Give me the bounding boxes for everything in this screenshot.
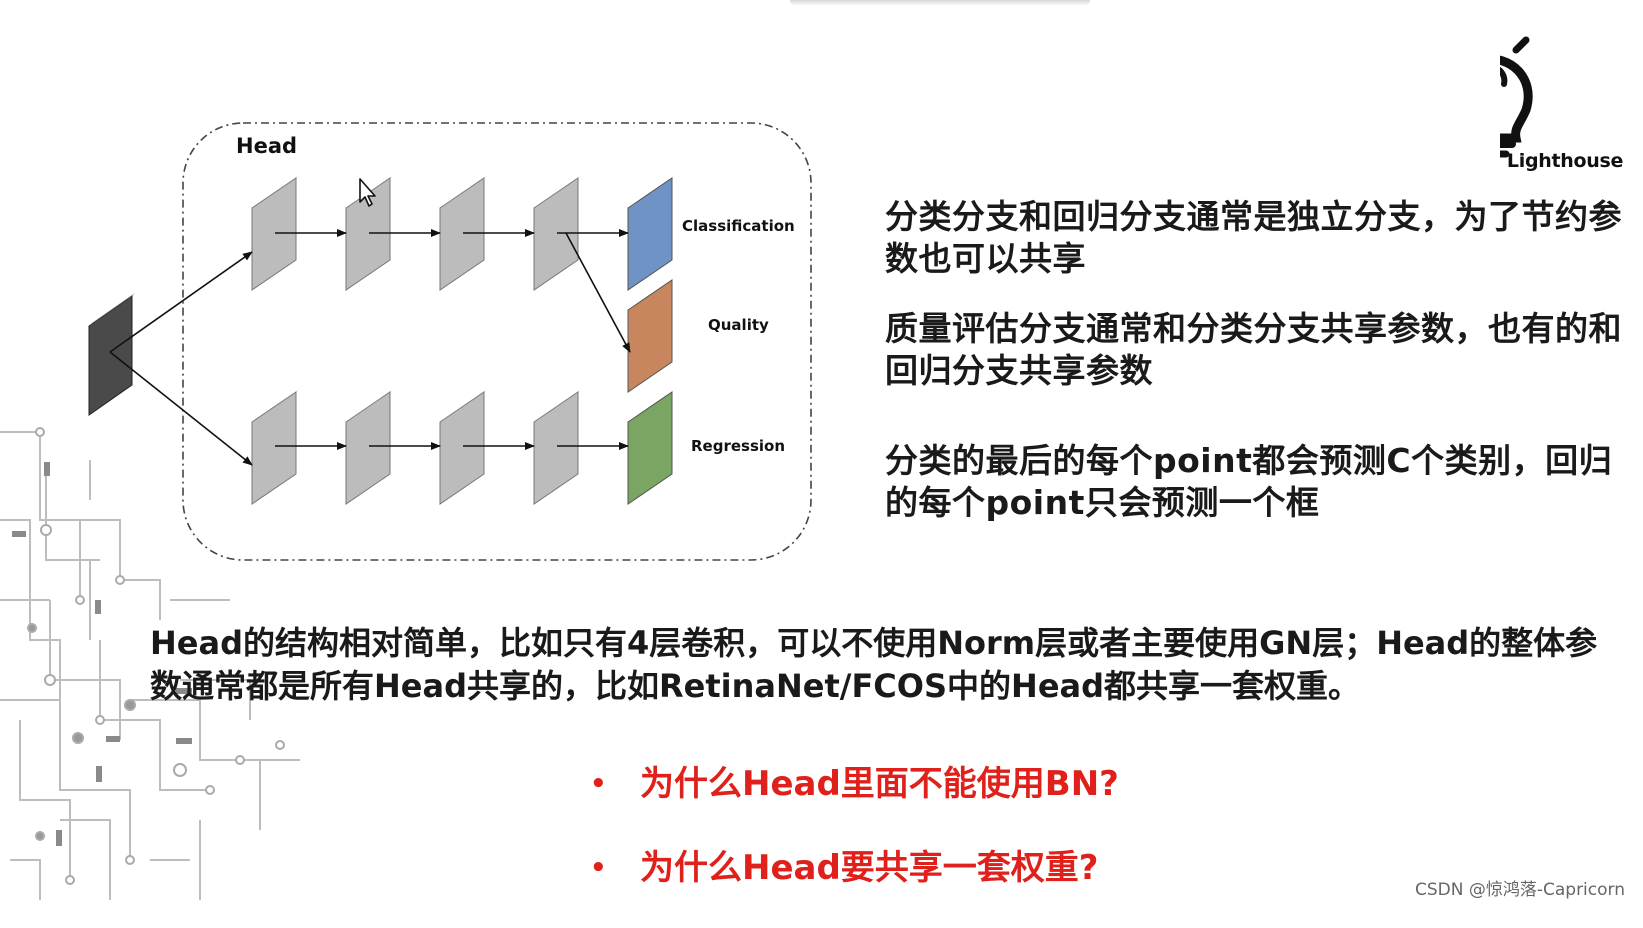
note-point-prediction: 分类的最后的每个point都会预测C个类别，回归的每个point只会预测一个框	[885, 441, 1613, 522]
input-feature-map	[88, 295, 133, 416]
bullet-icon: •	[590, 769, 607, 799]
mouse-cursor-icon	[359, 178, 376, 207]
question-text: 为什么Head要共享一套权重?	[640, 848, 1099, 888]
bottom-branch-layers	[251, 391, 579, 505]
bottom-layer-3	[439, 391, 485, 505]
top-layer-3	[439, 177, 485, 291]
logo-label: Lighthouse	[1506, 150, 1624, 172]
top-layer-1	[251, 177, 297, 291]
quality-label: Quality	[708, 316, 769, 334]
classification-output-map	[627, 177, 673, 291]
bottom-layer-4	[533, 391, 579, 505]
top-branch-layers	[251, 177, 579, 291]
watermark: CSDN @惊鸿落-Capricorn	[1414, 880, 1625, 900]
head-label: Head	[236, 134, 297, 158]
head-box	[182, 122, 812, 561]
note-quality-branch: 质量评估分支通常和分类分支共享参数，也有的和回归分支共享参数	[885, 309, 1622, 390]
regression-label: Regression	[691, 437, 785, 455]
lighthouse-lightbulb-icon	[1500, 36, 1533, 158]
quality-output-map	[627, 279, 673, 393]
circuit-decoration	[0, 427, 300, 900]
head-description: Head的结构相对简单，比如只有4层卷积，可以不使用Norm层或者主要使用GN层…	[150, 624, 1598, 705]
note-branch-sharing: 分类分支和回归分支通常是独立分支，为了节约参数也可以共享	[885, 197, 1622, 278]
bullet-icon: •	[590, 853, 607, 883]
top-shadow	[790, 0, 1090, 6]
head-diagram: Head	[88, 122, 812, 561]
bottom-layer-2	[345, 391, 391, 505]
regression-output-map	[627, 391, 673, 505]
top-layer-2	[345, 177, 391, 291]
question-text: 为什么Head里面不能使用BN?	[640, 764, 1119, 804]
top-layer-4	[533, 177, 579, 291]
flow-arrows	[109, 229, 631, 466]
classification-label: Classification	[682, 217, 795, 235]
bottom-layer-1	[251, 391, 297, 505]
